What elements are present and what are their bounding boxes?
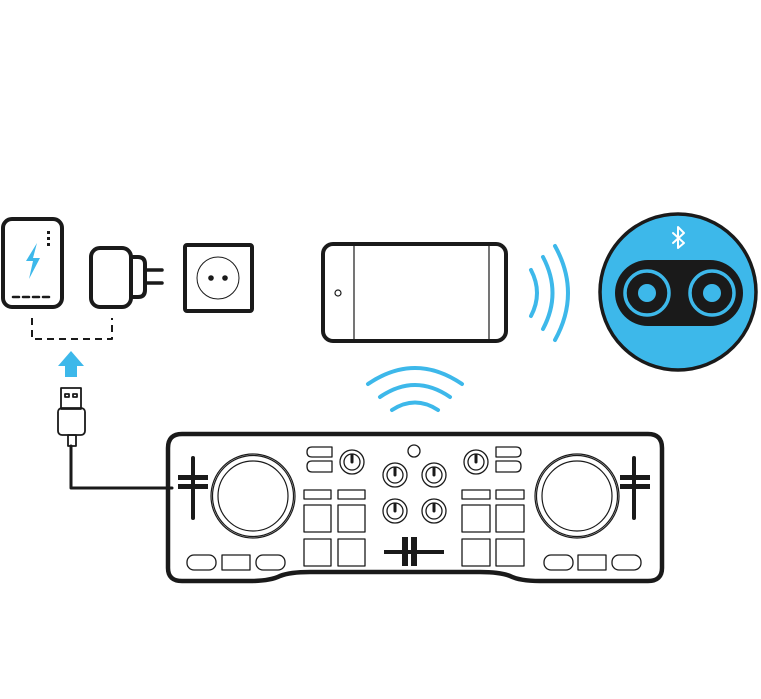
- bluetooth-speaker-icon: [598, 212, 758, 372]
- wireless-waves-icon: [366, 366, 464, 412]
- lightning-icon: [26, 243, 40, 279]
- usb-cable-icon: [57, 387, 174, 490]
- smartphone-icon: [321, 242, 508, 343]
- dashed-connector: [31, 318, 113, 340]
- buttons: [186, 444, 642, 571]
- charger-icon: [89, 246, 164, 309]
- knobs: [339, 449, 489, 524]
- jog-wheel-right: [534, 453, 620, 539]
- wall-socket-icon: [183, 243, 254, 313]
- jog-wheel-left: [210, 453, 296, 539]
- bluetooth-icon: [672, 226, 685, 249]
- upload-arrow-icon: [58, 351, 84, 377]
- dj-controller-icon: [165, 431, 665, 584]
- power-bank-icon: [1, 217, 64, 309]
- pitch-fader-left: [178, 456, 208, 520]
- crossfader: [384, 537, 444, 566]
- wireless-waves-icon: [529, 244, 570, 342]
- pitch-fader-right: [620, 456, 650, 520]
